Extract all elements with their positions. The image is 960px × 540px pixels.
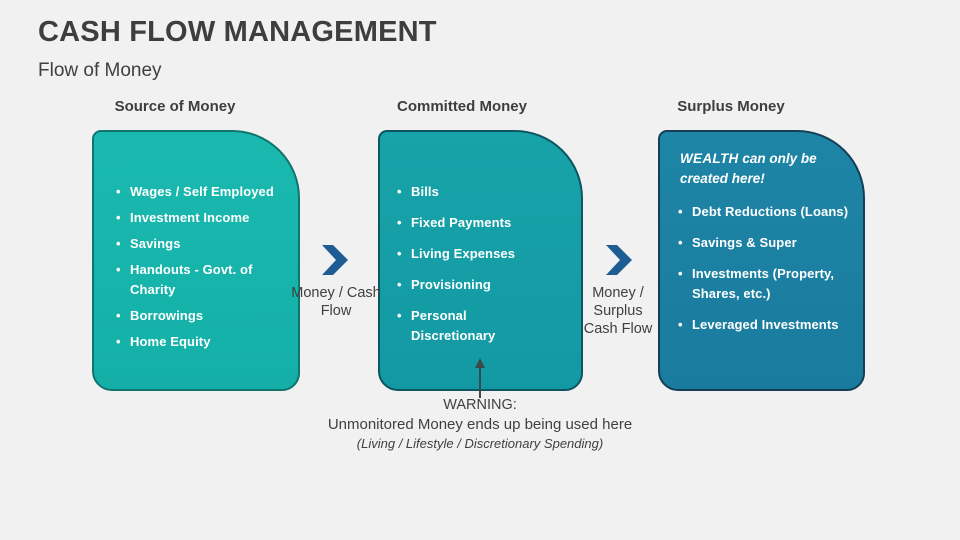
wealth-note-emphasis: WEALTH (680, 151, 739, 166)
bullet-icon (397, 244, 411, 264)
list-item: Personal Discretionary (397, 306, 553, 346)
bullet-icon (678, 202, 692, 222)
warning-title: WARNING: (443, 397, 517, 413)
bullet-icon (397, 306, 411, 326)
bullet-icon (678, 233, 692, 253)
bullet-icon (397, 182, 411, 202)
flow-label-cash-flow: Money / Cash Flow (291, 285, 381, 319)
arrow-up-icon (475, 358, 485, 398)
slide-title: CASH FLOW MANAGEMENT (38, 16, 437, 48)
bullet-icon (116, 208, 130, 228)
list-item-label: Living Expenses (411, 246, 516, 261)
list-item: Handouts - Govt. of Charity (116, 260, 292, 300)
bullet-icon (116, 234, 130, 254)
list-item-label: Handouts - Govt. of Charity (130, 262, 253, 297)
chevron-right-icon (606, 245, 632, 275)
list-item: Borrowings (116, 306, 292, 326)
column-header-surplus: Surplus Money (677, 98, 785, 115)
surplus-money-box: WEALTH can only be created here! Debt Re… (658, 130, 865, 391)
bullet-icon (678, 315, 692, 335)
list-item-label: Home Equity (130, 334, 211, 349)
list-item: Savings (116, 234, 292, 254)
committed-money-box: Bills Fixed Payments Living Expenses Pro… (378, 130, 583, 391)
list-item-label: Debt Reductions (Loans) (692, 204, 849, 219)
list-item-label: Borrowings (130, 308, 204, 323)
list-item-label: Provisioning (411, 277, 491, 292)
list-item: Provisioning (397, 275, 553, 295)
column-header-committed: Committed Money (396, 98, 527, 115)
list-item-label: Investments (Property, Shares, etc.) (692, 266, 835, 301)
wealth-note-text: can only be created here! (680, 151, 817, 186)
list-item: Home Equity (116, 332, 292, 352)
list-item-label: Savings (130, 236, 181, 251)
list-item: Leveraged Investments (678, 315, 855, 335)
bullet-icon (678, 264, 692, 284)
bullet-icon (397, 213, 411, 233)
wealth-note: WEALTH can only be created here! (678, 149, 855, 189)
slide-subtitle: Flow of Money (38, 60, 162, 81)
list-item: Wages / Self Employed (116, 182, 292, 202)
surplus-money-list: Debt Reductions (Loans) Savings & Super … (678, 202, 855, 335)
column-header-source: Source of Money (114, 98, 236, 115)
list-item: Investments (Property, Shares, etc.) (678, 264, 855, 304)
list-item-label: Investment Income (130, 210, 250, 225)
bullet-icon (116, 260, 130, 280)
warning-subtext: (Living / Lifestyle / Discretionary Spen… (356, 436, 604, 451)
bullet-icon (116, 182, 130, 202)
list-item-label: Personal Discretionary (411, 308, 496, 343)
list-item: Living Expenses (397, 244, 553, 264)
chevron-right-icon (322, 245, 348, 275)
committed-money-list: Bills Fixed Payments Living Expenses Pro… (397, 182, 553, 346)
list-item: Bills (397, 182, 553, 202)
list-item: Debt Reductions (Loans) (678, 202, 855, 222)
list-item-label: Fixed Payments (411, 215, 512, 230)
list-item-label: Leveraged Investments (692, 317, 839, 332)
list-item: Fixed Payments (397, 213, 553, 233)
list-item-label: Bills (411, 184, 439, 199)
list-item: Investment Income (116, 208, 292, 228)
bullet-icon (116, 332, 130, 352)
list-item-label: Savings & Super (692, 235, 797, 250)
flow-label-surplus-cash-flow: Money / Surplus Cash Flow (583, 285, 653, 337)
source-of-money-list: Wages / Self Employed Investment Income … (116, 182, 292, 352)
warning-text: Unmonitored Money ends up being used her… (327, 416, 633, 433)
list-item: Savings & Super (678, 233, 855, 253)
warning-block: WARNING: Unmonitored Money ends up being… (280, 396, 680, 453)
list-item-label: Wages / Self Employed (130, 184, 274, 199)
bullet-icon (116, 306, 130, 326)
source-of-money-box: Wages / Self Employed Investment Income … (92, 130, 300, 391)
bullet-icon (397, 275, 411, 295)
